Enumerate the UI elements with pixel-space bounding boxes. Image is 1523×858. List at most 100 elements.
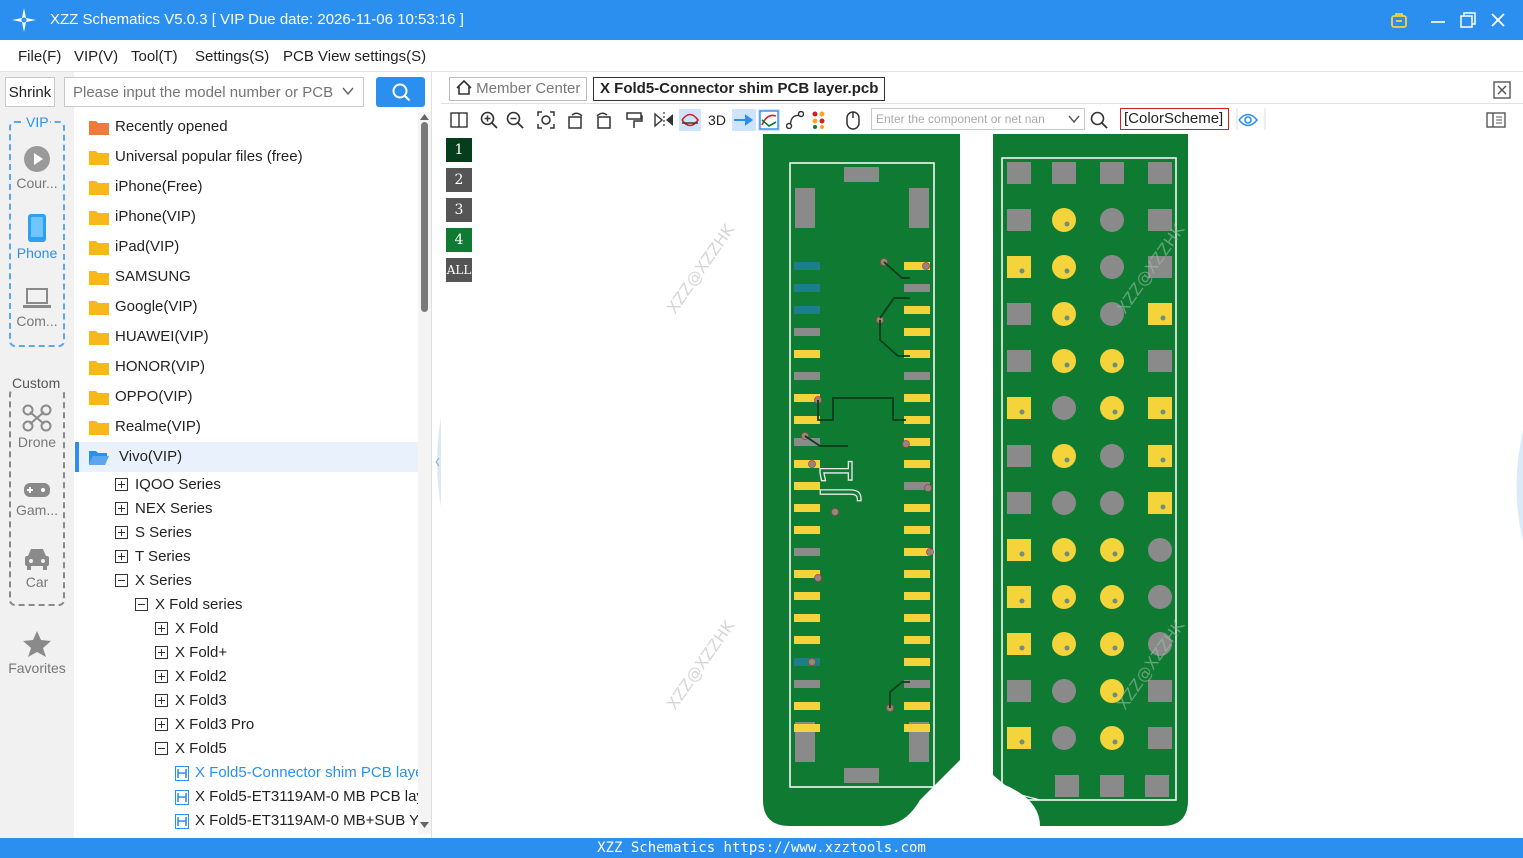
pcb-pad[interactable] bbox=[1148, 632, 1172, 656]
pcb-pad[interactable] bbox=[904, 372, 930, 380]
member-icon[interactable] bbox=[1388, 9, 1410, 31]
rail-drone[interactable]: Drone bbox=[0, 404, 74, 450]
pcb-pad[interactable] bbox=[1148, 256, 1172, 278]
pcb-pad[interactable] bbox=[794, 504, 820, 512]
pcb-pad[interactable] bbox=[904, 636, 930, 644]
expand-icon[interactable] bbox=[115, 478, 128, 491]
pcb-pad[interactable] bbox=[1100, 444, 1124, 468]
pcb-pad[interactable] bbox=[904, 724, 930, 732]
color-scheme-button[interactable]: [ColorScheme] bbox=[1120, 108, 1229, 130]
mouse-icon[interactable] bbox=[842, 109, 864, 131]
pcb-via[interactable] bbox=[814, 574, 822, 582]
rotate-left-icon[interactable] bbox=[565, 109, 587, 131]
collapse-icon[interactable] bbox=[155, 742, 168, 755]
pcb-pad[interactable] bbox=[904, 262, 930, 270]
pcb-pad[interactable] bbox=[904, 614, 930, 622]
pcb-pad[interactable] bbox=[1007, 633, 1031, 655]
pcb-pad[interactable] bbox=[1052, 538, 1076, 562]
tree-folder[interactable]: Realme(VIP) bbox=[75, 412, 418, 442]
zoom-out-icon[interactable] bbox=[504, 109, 526, 131]
expand-icon[interactable] bbox=[115, 550, 128, 563]
pcb-pad[interactable] bbox=[1055, 775, 1079, 797]
pcb-pad[interactable] bbox=[794, 350, 820, 358]
expand-icon[interactable] bbox=[155, 646, 168, 659]
expand-icon[interactable] bbox=[155, 694, 168, 707]
mirror-icon[interactable] bbox=[653, 109, 675, 131]
pcb-pad[interactable] bbox=[1007, 680, 1031, 702]
pcb-pad[interactable] bbox=[1052, 632, 1076, 656]
pcb-pad[interactable] bbox=[794, 284, 820, 292]
chevron-down-icon[interactable] bbox=[341, 84, 355, 98]
layer-4-button[interactable]: 4 bbox=[446, 228, 472, 252]
pcb-pad[interactable] bbox=[1100, 208, 1124, 232]
close-all-tabs-icon[interactable] bbox=[1493, 81, 1511, 99]
pcb-pad[interactable] bbox=[904, 548, 930, 556]
pcb-pad[interactable] bbox=[1148, 397, 1172, 419]
pcb-pad[interactable] bbox=[1007, 209, 1031, 231]
pcb-pad[interactable] bbox=[904, 592, 930, 600]
pcb-pad[interactable] bbox=[904, 328, 930, 336]
tree-folder[interactable]: iPad(VIP) bbox=[75, 232, 418, 262]
pcb-pad[interactable] bbox=[1007, 492, 1031, 514]
pcb-via[interactable] bbox=[808, 460, 816, 468]
pcb-pad[interactable] bbox=[1148, 303, 1172, 325]
model-search-input[interactable] bbox=[65, 78, 333, 106]
pcb-pad[interactable] bbox=[1100, 679, 1124, 703]
pcb-pad[interactable] bbox=[1052, 679, 1076, 703]
pcb-pad[interactable] bbox=[1052, 208, 1076, 232]
pcb-pad[interactable] bbox=[1007, 539, 1031, 561]
pcb-pad[interactable] bbox=[794, 526, 820, 534]
pcb-pad[interactable] bbox=[794, 438, 820, 446]
pcb-pad[interactable] bbox=[1052, 444, 1076, 468]
pcb-pad[interactable] bbox=[1007, 586, 1031, 608]
rail-game[interactable]: Gam... bbox=[0, 480, 74, 518]
pcb-pad[interactable] bbox=[1100, 538, 1124, 562]
chevron-down-icon[interactable] bbox=[1068, 114, 1080, 124]
tree-folder-recent[interactable]: Recently opened bbox=[75, 112, 418, 142]
close-icon[interactable] bbox=[1487, 9, 1509, 31]
pcb-pad[interactable] bbox=[904, 702, 930, 710]
tree-scrollbar[interactable] bbox=[418, 112, 431, 834]
pcb-pad[interactable] bbox=[794, 658, 820, 666]
expand-icon[interactable] bbox=[155, 718, 168, 731]
tree-folder[interactable]: iPhone(VIP) bbox=[75, 202, 418, 232]
pcb-pad[interactable] bbox=[904, 504, 930, 512]
pcb-pad[interactable] bbox=[794, 614, 820, 622]
pcb-pad[interactable] bbox=[1100, 585, 1124, 609]
rail-phone[interactable]: Phone bbox=[0, 213, 74, 261]
rail-computer[interactable]: Com... bbox=[0, 287, 74, 329]
pcb-pad[interactable] bbox=[904, 284, 930, 292]
rail-favorites[interactable]: Favorites bbox=[0, 630, 74, 676]
pcb-pad[interactable] bbox=[794, 306, 820, 314]
pcb-pad[interactable] bbox=[1148, 209, 1172, 231]
pcb-pad[interactable] bbox=[1145, 775, 1169, 797]
pcb-pad[interactable] bbox=[794, 328, 820, 336]
rail-car[interactable]: Car bbox=[0, 546, 74, 590]
collapse-icon[interactable] bbox=[115, 574, 128, 587]
tree-folder-selected[interactable]: Vivo(VIP) bbox=[75, 442, 418, 472]
paint-icon[interactable] bbox=[623, 109, 645, 131]
minimize-icon[interactable] bbox=[1427, 9, 1449, 31]
pcb-pad[interactable] bbox=[904, 460, 930, 468]
pcb-pad[interactable] bbox=[904, 658, 930, 666]
pcb-pad[interactable] bbox=[1100, 162, 1124, 184]
pcb-pad[interactable] bbox=[904, 570, 930, 578]
pcb-via[interactable] bbox=[831, 508, 839, 516]
pcb-pad[interactable] bbox=[1148, 727, 1172, 749]
tree-folder[interactable]: iPhone(Free) bbox=[75, 172, 418, 202]
menu-pcb-view-settings[interactable]: PCB View settings(S) bbox=[283, 48, 427, 65]
restore-icon[interactable] bbox=[1457, 9, 1479, 31]
split-view-icon[interactable] bbox=[448, 109, 470, 131]
expand-icon[interactable] bbox=[115, 526, 128, 539]
pcb-pad[interactable] bbox=[794, 724, 820, 732]
highlight-icon[interactable] bbox=[732, 109, 756, 131]
pcb-pad[interactable] bbox=[794, 372, 820, 380]
pcb-pad[interactable] bbox=[794, 394, 820, 402]
pcb-pad[interactable] bbox=[1052, 349, 1076, 373]
pcb-pad[interactable] bbox=[794, 482, 820, 490]
pcb-pad[interactable] bbox=[1052, 255, 1076, 279]
layer-1-button[interactable]: 1 bbox=[446, 138, 472, 162]
component-search-icon[interactable] bbox=[1088, 109, 1110, 131]
pcb-pad[interactable] bbox=[1052, 491, 1076, 515]
layer-3-button[interactable]: 3 bbox=[446, 198, 472, 222]
